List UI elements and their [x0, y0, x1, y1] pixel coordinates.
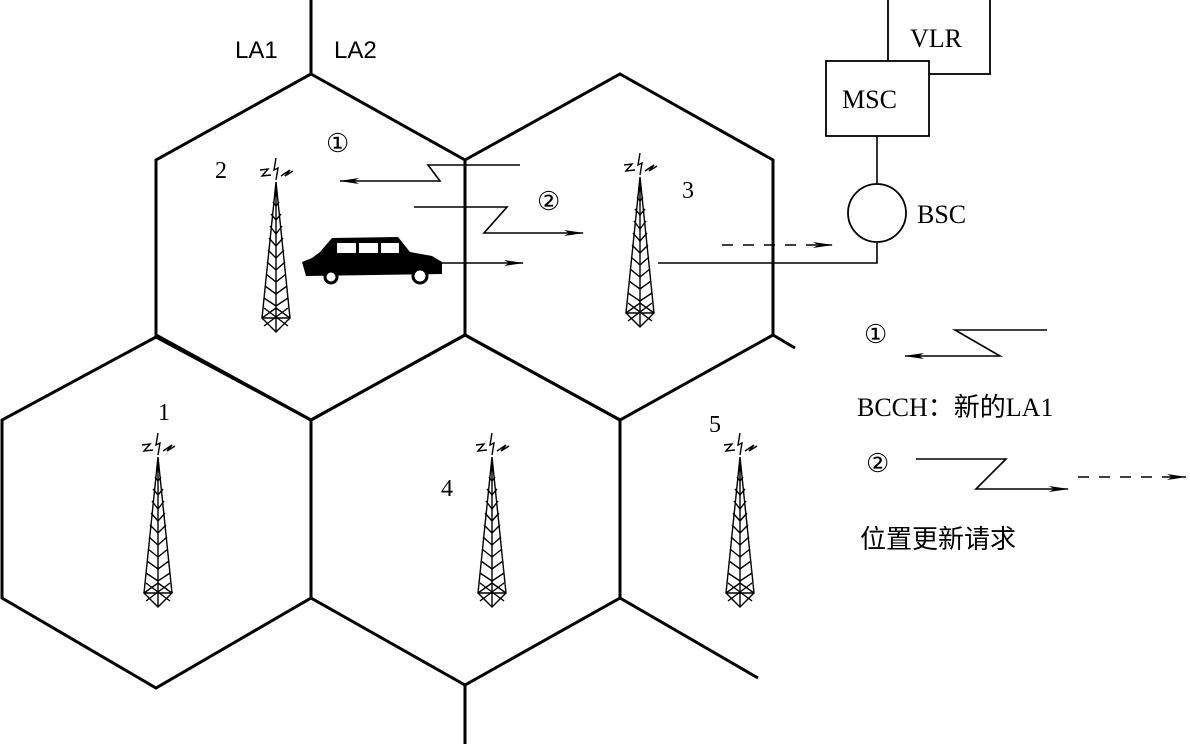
cell-5-edge-top-right	[772, 333, 796, 350]
la1-label: LA1	[235, 37, 278, 64]
signal-1-arrow	[339, 164, 520, 184]
cell-5-tower-icon	[723, 432, 758, 608]
cell-5-edge-bottom	[619, 596, 759, 680]
legend-1-marker: ①	[864, 320, 887, 349]
cell-1-hexagon	[0, 335, 313, 690]
cell-2-hexagon	[154, 72, 467, 422]
cell-4-tower-icon	[475, 432, 510, 608]
bsc-label: BSC	[917, 200, 966, 229]
cell-4-label: 4	[441, 476, 453, 502]
cell-2-label: 2	[215, 158, 227, 184]
cell-4-hexagon	[309, 333, 622, 687]
tower3-bsc-link	[658, 243, 878, 264]
signal-1-marker: ①	[326, 129, 349, 158]
legend-2-marker: ②	[866, 449, 889, 478]
la2-label: LA2	[334, 37, 377, 64]
legend-2-description: 位置更新请求	[860, 525, 1016, 554]
cell-5-label: 5	[709, 412, 721, 438]
signal-2-marker: ②	[537, 187, 560, 216]
cell-3-label: 3	[682, 178, 694, 204]
car-icon	[302, 237, 442, 285]
bsc-node	[847, 183, 907, 243]
legend-1-arrow	[904, 329, 1047, 359]
vlr-label: VLR	[910, 24, 963, 53]
cell-3-hexagon	[463, 72, 775, 422]
cell-3-tower-icon	[623, 152, 658, 328]
cell-1-label: 1	[158, 400, 170, 426]
cell-grid	[0, 0, 796, 744]
cell-1-tower-icon	[141, 432, 176, 608]
msc-box	[825, 60, 930, 137]
cell-2-tower-icon	[259, 157, 294, 333]
signal-2-arrow	[414, 206, 584, 236]
legend-2-arrow	[916, 458, 1069, 492]
legend-1-description: BCCH：新的LA1	[857, 393, 1053, 422]
msc-label: MSC	[842, 85, 897, 114]
legend: ① BCCH：新的LA1 ② 位置更新请求	[857, 320, 1187, 554]
